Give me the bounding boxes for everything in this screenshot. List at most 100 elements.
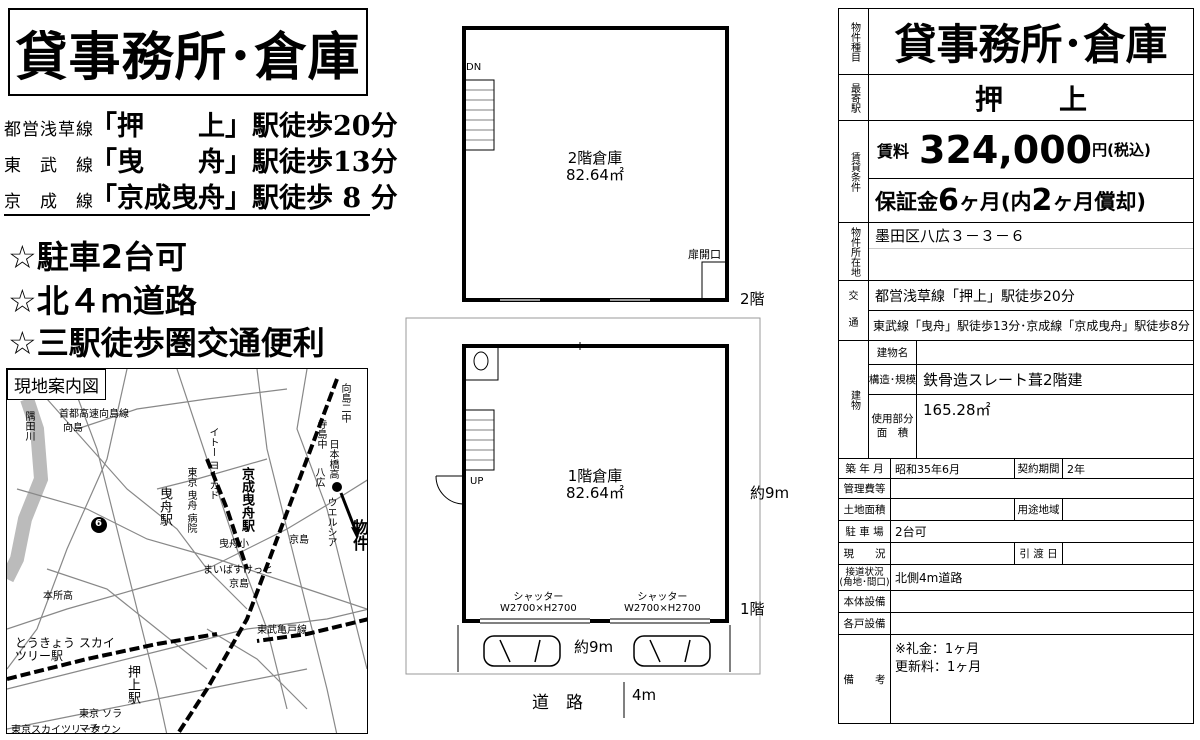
map-label: ウエルシア: [325, 497, 336, 547]
road-label: 接道状況(角地･間口): [839, 565, 891, 590]
map-label: 京島: [289, 535, 309, 546]
row-facility: 本体設備: [839, 591, 1193, 613]
map-label: 首都高速向島線: [59, 409, 129, 420]
door-label: 扉開口: [688, 248, 721, 261]
traffic-1: 都営浅草線「押上」駅徒歩20分: [869, 281, 1193, 311]
up-label: UP: [470, 476, 484, 487]
row-notes: 備 考 ※礼金：1ヶ月 更新料：1ヶ月: [839, 635, 1193, 723]
map-title: 現地案内図: [7, 369, 106, 400]
map-label: 本所高: [43, 591, 73, 602]
shutter-size: W2700×H2700: [624, 603, 701, 614]
access-row: 東 武 線 「曳 舟」 駅徒歩13分: [4, 140, 398, 179]
deposit-months: 6: [938, 183, 959, 218]
row-parking: 駐 車 場 2台可: [839, 521, 1193, 543]
built-label: 築 年 月: [839, 459, 891, 478]
shutter-size: W2700×H2700: [500, 603, 577, 614]
station-value: 押 上: [974, 82, 1087, 116]
structure-value: 鉄骨造スレート葺2階建: [923, 371, 1083, 389]
feature-item: ☆北４ｍ道路: [8, 282, 197, 320]
row-traffic: 交 通 都営浅草線「押上」駅徒歩20分 東武線「曳舟」駅徒歩13分･京成線「京成…: [839, 281, 1193, 341]
row-terms: 賃貸条件 賃料 324,000 円(税込) 保証金 6 ヶ月(内 2 ヶ月償却): [839, 121, 1193, 223]
row-mgmt: 管理費等: [839, 479, 1193, 499]
land-value: [891, 499, 1015, 520]
map-label: 東京スカイツリータウン: [11, 725, 121, 734]
access-line: 京 成 線: [4, 192, 94, 212]
row-type: 物件種目 貸事務所･倉庫: [839, 9, 1193, 75]
row-road: 接道状況(角地･間口) 北側4m道路: [839, 565, 1193, 591]
traffic-label-1: 交: [848, 290, 859, 302]
traffic-label: 交 通: [839, 281, 869, 340]
access-row: 都営浅草線 「押 上」 駅徒歩20分: [4, 104, 398, 143]
term-value: 2年: [1067, 462, 1085, 476]
map-label: 八広: [313, 467, 324, 487]
feature-item: ☆三駅徒歩圏交通便利: [8, 324, 325, 362]
access-line: 都営浅草線: [4, 120, 94, 140]
map-label: とうきょう スカイツリー駅: [15, 636, 115, 664]
floor2-title: 2階倉庫: [567, 149, 623, 167]
status-label: 現 況: [839, 543, 891, 564]
floor2-label: 2階: [740, 290, 765, 308]
location-map: 現地案内図 首都高速向島線 向島 隅田川 曳舟駅 イトー ヨーカド 東京 曳舟 …: [6, 368, 368, 734]
access-row: 京 成 線 「京成曳舟」 駅徒歩 8 分: [4, 176, 398, 215]
use-label: 用途地域: [1015, 499, 1063, 520]
mgmt-value: [891, 479, 1193, 498]
map-label: 隅田川: [23, 411, 34, 441]
parking-label: 駐 車 場: [839, 521, 891, 542]
shutter-2: シャッター W2700×H2700: [624, 588, 701, 614]
map-label: 東京 曳舟 病院: [185, 467, 196, 534]
access-station: 「押 上」: [90, 111, 252, 142]
map-label: 曳舟駅: [157, 487, 172, 526]
divider: [4, 214, 370, 216]
shutter-label: シャッター: [513, 592, 564, 603]
map-label: 向島二中: [339, 383, 350, 423]
deposit-text-end: ヶ月償却): [1052, 189, 1146, 214]
access-walk: 駅徒歩13分: [252, 147, 398, 178]
deposit-label: 保証金: [875, 189, 938, 214]
road-label: 道 路: [532, 693, 583, 713]
floor2-area: 82.64㎡: [566, 165, 624, 184]
map-label: 京島: [229, 579, 249, 590]
dn-label: DN: [466, 62, 482, 73]
building-name-value: [917, 341, 923, 364]
deposit-amortize: 2: [1031, 183, 1053, 218]
deposit-row: 保証金 6 ヶ月(内 2 ヶ月償却): [869, 179, 1193, 222]
shutter-1: シャッター W2700×H2700: [500, 588, 577, 614]
rent-label: 賃料: [877, 141, 910, 161]
type-label: 物件種目: [839, 9, 869, 74]
map-roads: [7, 369, 367, 733]
page-title: 貸事務所･倉庫: [15, 26, 361, 88]
row-building: 建物 建物名 構造･規模 鉄骨造スレート葺2階建 使用部分面 積 165.28㎡: [839, 341, 1193, 459]
row-station: 最寄駅 押 上: [839, 75, 1193, 121]
facility-label: 本体設備: [839, 591, 891, 612]
mgmt-label: 管理費等: [839, 479, 891, 498]
floor1-title: 1階倉庫: [567, 467, 623, 485]
map-label: 京成曳舟駅: [239, 467, 254, 532]
map-label: 曳舟小: [219, 539, 249, 550]
depth-label: 約9m: [750, 484, 790, 502]
map-label: イトー ヨーカド: [207, 427, 218, 501]
row-built: 築 年 月 昭和35年6月 契約期間 2年: [839, 459, 1193, 479]
row-status: 現 況 引 渡 日: [839, 543, 1193, 565]
row-unit: 各戸設備: [839, 613, 1193, 635]
access-walk: 駅徒歩 8 分: [252, 183, 398, 214]
rent-row: 賃料 324,000 円(税込): [869, 121, 1193, 179]
property-table: 物件種目 貸事務所･倉庫 最寄駅 押 上 賃貸条件 賃料 324,000 円(税…: [838, 8, 1194, 724]
row-address: 物件所在地 墨田区八広３－３－６: [839, 223, 1193, 281]
access-station: 「京成曳舟」: [90, 183, 252, 214]
built-value: 昭和35年6月: [891, 459, 1015, 478]
map-label: 押上駅: [125, 665, 140, 704]
area-label: 使用部分面 積: [869, 395, 917, 458]
parking-value: 2台可: [895, 525, 927, 539]
note-1: ※礼金：1ヶ月: [895, 642, 980, 657]
title-box: 貸事務所･倉庫: [8, 8, 368, 96]
access-line: 東 武 線: [4, 156, 94, 176]
map-label: 東京 ソラマチ: [79, 709, 123, 734]
row-land: 土地面積 用途地域: [839, 499, 1193, 521]
floor1-area: 82.64㎡: [566, 483, 624, 502]
route-6-icon: 6: [95, 518, 102, 529]
building-name-label: 建物名: [869, 341, 917, 364]
station-label: 最寄駅: [839, 75, 869, 120]
floor1-label: 1階: [740, 600, 765, 618]
access-station: 「曳 舟」: [90, 147, 252, 178]
notes-value: ※礼金：1ヶ月 更新料：1ヶ月: [891, 635, 1193, 723]
